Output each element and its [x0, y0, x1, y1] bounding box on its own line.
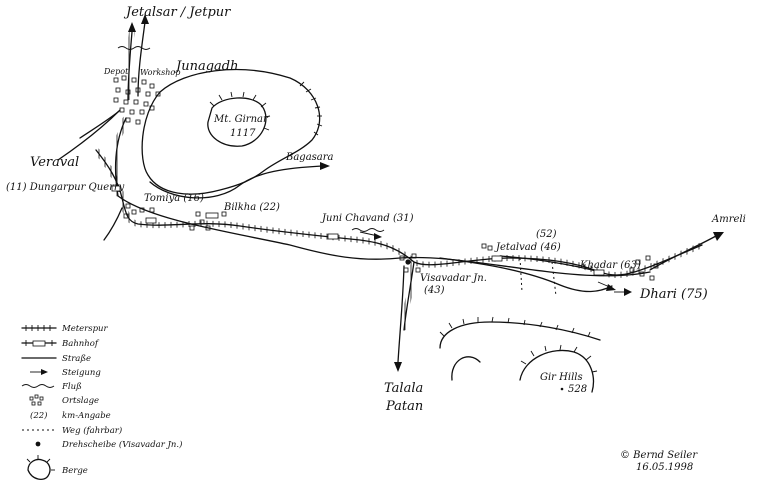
legend-berge: Berge: [61, 466, 88, 476]
label-tomiya: Tomiya (16): [144, 193, 204, 204]
river-north-junagadh: [117, 46, 151, 50]
gir-hills-ridge: [439, 321, 601, 349]
track-jetalvad-1: [519, 257, 523, 293]
gir-hills-peak: [519, 349, 595, 393]
label-jetalvad: Jetalvad (46): [494, 242, 561, 253]
label-workshop: Workshop: [140, 68, 180, 77]
label-junagadh: Junagadh: [173, 59, 238, 74]
label-gir-height: 528: [568, 384, 587, 395]
gir-hills-small-ridge: [451, 356, 481, 381]
legend-steigung: Steigung: [62, 368, 101, 378]
station-bilkha: [205, 212, 219, 219]
gir-hills-peak-hachures: [520, 344, 598, 373]
legend-fluss: Fluß: [61, 382, 82, 392]
gir-hills-summit: [560, 387, 564, 391]
town-dhari: [629, 255, 659, 281]
label-jetalsar: Jetalsar / Jetpur: [123, 5, 231, 20]
legend-km-angabe: km-Angabe: [62, 411, 111, 421]
legend: Meterspur Bahnhof Straße Steigung Fluß O…: [21, 324, 182, 481]
label-girnar: Mt. Girnar: [213, 114, 269, 125]
label-patan: Patan: [385, 399, 423, 414]
station-dungarpur: [111, 185, 121, 192]
label-km52: (52): [536, 229, 557, 240]
road-to-talala: [397, 265, 405, 363]
station-jetalvad: [491, 255, 503, 262]
label-visavadar-km: (43): [424, 285, 445, 296]
legend-drehscheibe: Drehscheibe (Visavadar Jn.): [61, 439, 182, 450]
label-talala: Talala: [384, 381, 423, 396]
river-juni-chavand: [351, 228, 385, 232]
label-khadar: Khadar (63): [579, 260, 641, 271]
road-arrow-talala: [394, 362, 402, 372]
label-bilkha: Bilkha (22): [223, 202, 280, 213]
town-bilkha: [189, 211, 227, 231]
label-juni-chavand: Juni Chavand (31): [320, 213, 414, 224]
turntable-visavadar: [405, 259, 411, 265]
label-gir-hills: Gir Hills: [540, 372, 583, 383]
mt-girnar-hachures: [209, 91, 271, 131]
track-jetalvad-2: [551, 261, 557, 297]
station-tomiya: [145, 217, 157, 224]
road-to-jetpur: [137, 21, 146, 97]
station-juni-chavand: [327, 233, 339, 240]
road-arrow-jetpur: [141, 14, 149, 24]
legend-bahnhof: Bahnhof: [61, 339, 100, 349]
label-visavadar: Visavadar Jn.: [420, 273, 487, 284]
gradient-arrows: [359, 231, 632, 296]
label-bagasara: Bagasara: [285, 152, 334, 163]
girnar-hills-outline: [141, 68, 321, 195]
mt-girnar-peak-outline: [207, 97, 267, 147]
station-khadar: [593, 269, 605, 276]
legend-meterspur: Meterspur: [61, 324, 109, 334]
gir-hills-ridge-hachures: [439, 316, 591, 338]
credit-date: 16.05.1998: [636, 462, 693, 473]
legend-strasse: Straße: [62, 354, 91, 364]
town-dungarpur: [123, 203, 137, 219]
town-tomiya: [139, 207, 155, 213]
town-junagadh: [113, 75, 161, 125]
label-dhari: Dhari (75): [639, 287, 708, 302]
label-veraval: Veraval: [30, 155, 79, 170]
label-girnar-height: 1117: [230, 128, 256, 139]
legend-km-marker: (22): [30, 410, 47, 421]
town-visavadar: [399, 253, 421, 273]
legend-weg: Weg (fahrbar): [62, 425, 122, 436]
road-to-bagasara: [149, 165, 323, 199]
label-dungarpur: (11) Dungarpur Querry: [6, 182, 125, 193]
road-arrow-amreli: [713, 232, 724, 241]
town-jetalvad: [481, 243, 493, 251]
road-arrow-bagasara: [320, 162, 330, 170]
legend-ortslage: Ortslage: [62, 396, 99, 406]
label-amreli: Amreli: [711, 214, 746, 225]
label-depot: Depot: [103, 67, 129, 76]
credit-author: © Bernd Seiler: [620, 450, 698, 461]
girnar-hills-hachures: [299, 81, 323, 136]
